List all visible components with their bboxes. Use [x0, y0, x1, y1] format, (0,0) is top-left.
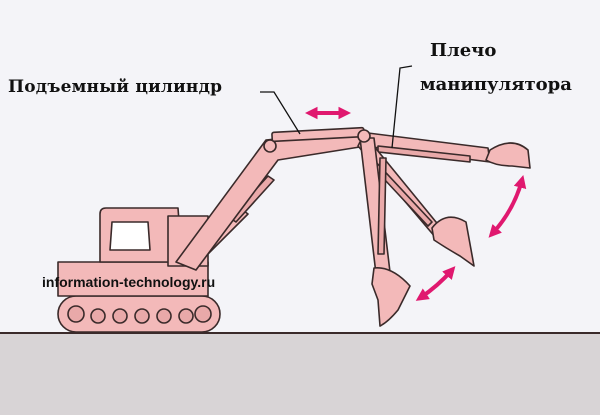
label-lift-cylinder: Подъемный цилиндр — [8, 77, 223, 97]
label-arm-line2: манипулятора — [420, 74, 572, 95]
arrow-arm-lower-motion — [415, 266, 456, 301]
machine-body — [57, 207, 209, 297]
ground — [0, 333, 600, 415]
arm-pivot — [357, 129, 371, 143]
bucket-3 — [371, 267, 411, 327]
cab-window — [109, 221, 151, 251]
pointer-lift-cylinder — [260, 91, 301, 135]
bucket-1 — [485, 142, 531, 169]
crawler-track — [57, 295, 221, 333]
watermark-text: information-technology.ru — [42, 274, 216, 290]
pointer-arm — [391, 65, 413, 149]
arm-position-3 — [359, 137, 411, 327]
label-arm-line1: Плечо — [430, 40, 497, 61]
bucket-2 — [431, 216, 475, 267]
arrow-arm-upper-motion — [488, 175, 527, 238]
